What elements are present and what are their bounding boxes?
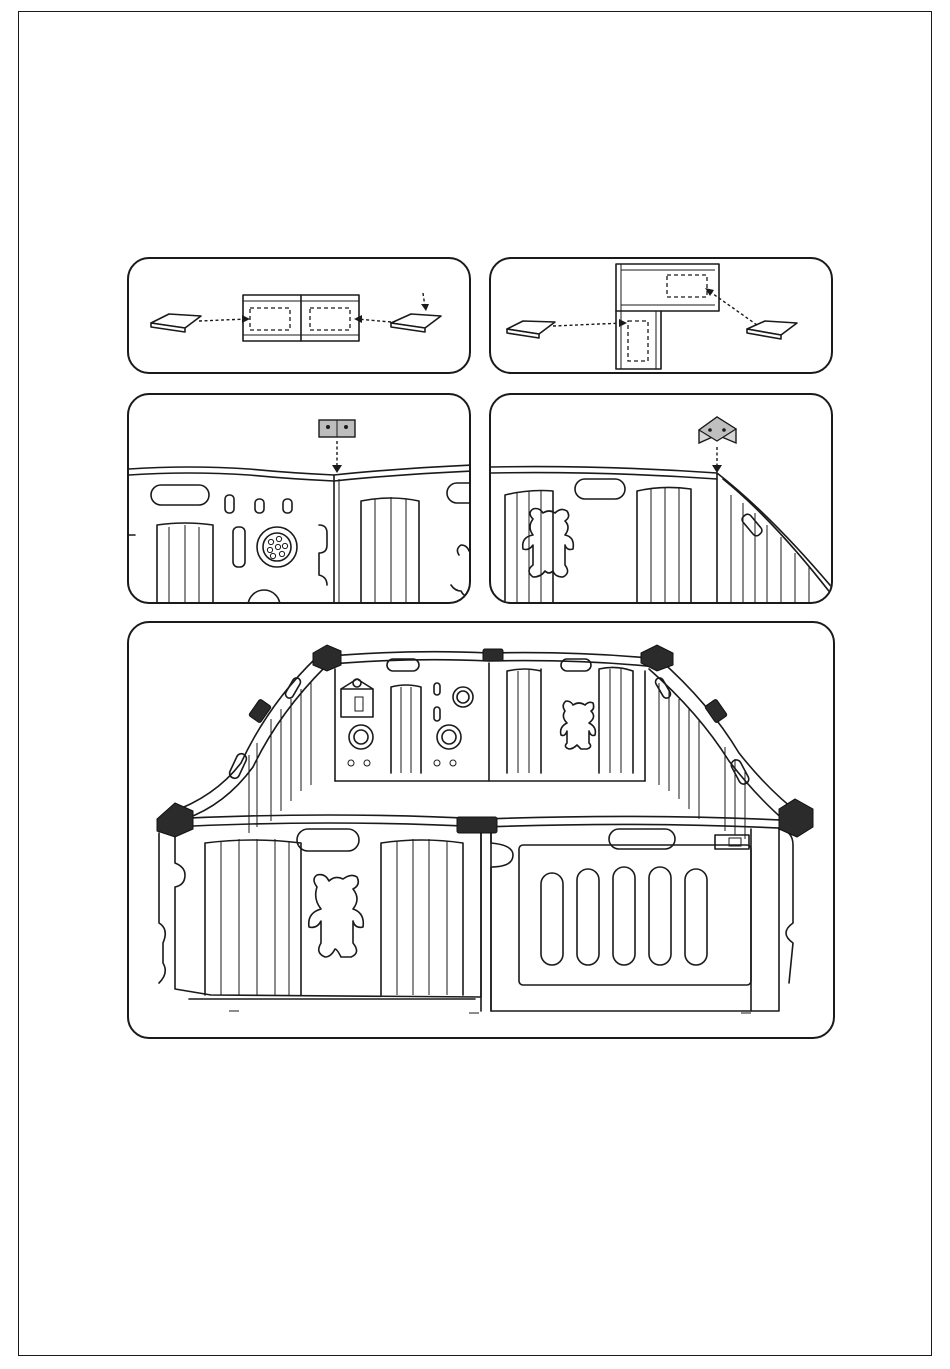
- connector-pad-straight-icon: [129, 259, 471, 374]
- corner-clip-icon: [699, 417, 736, 443]
- illustration-assembled-playpen: [127, 621, 835, 1039]
- straight-clip-scene-icon: [129, 395, 471, 604]
- illustration-insert-pads-straight: [127, 257, 471, 374]
- illustration-straight-clip: [127, 393, 471, 604]
- illustration-insert-pads-corner: [489, 257, 833, 374]
- illustration-corner-clip: [489, 393, 833, 604]
- corner-clip-scene-icon: [491, 395, 833, 604]
- straight-connector-icon: [249, 649, 728, 833]
- connector-pad-corner-icon: [491, 259, 833, 374]
- assembled-playpen-icon: [129, 623, 835, 1039]
